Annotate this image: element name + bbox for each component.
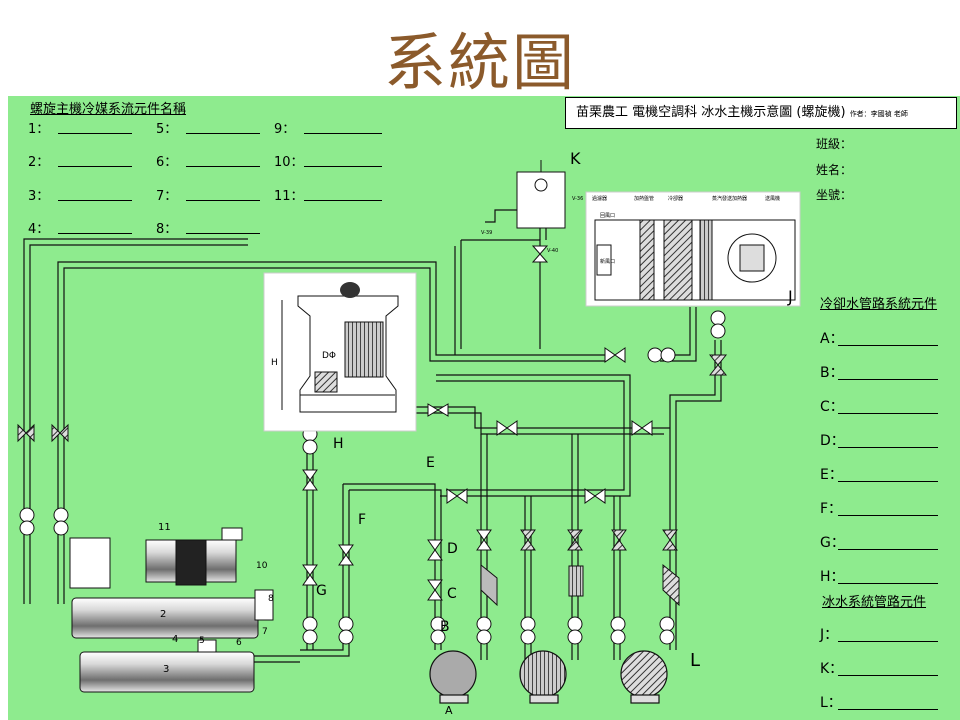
- cooling-item-f: F：: [820, 501, 843, 517]
- label-4: 4: [172, 634, 179, 645]
- label-7: 7: [262, 627, 268, 637]
- label-l: L: [690, 650, 701, 671]
- answer-blank[interactable]: [58, 233, 132, 234]
- cooling-item-e: E：: [820, 467, 843, 483]
- answer-blank[interactable]: [838, 379, 938, 380]
- answer-blank[interactable]: [58, 200, 132, 201]
- label-2: 2: [160, 609, 167, 620]
- label-c: C: [447, 586, 457, 602]
- label-8: 8: [268, 594, 274, 604]
- dimension-h: H: [271, 358, 278, 368]
- label-10: 10: [256, 561, 268, 571]
- chilled-item-k: K：: [820, 661, 844, 677]
- answer-blank[interactable]: [838, 515, 938, 516]
- refrigerant-item-3: 3：: [28, 189, 50, 204]
- label-j: J: [788, 287, 793, 306]
- cooling-item-c: C：: [820, 399, 844, 415]
- chiller-unit: [69, 527, 274, 693]
- cooling-item-d: D：: [820, 433, 845, 449]
- valve-tag-v39: V-39: [481, 230, 493, 236]
- answer-blank[interactable]: [838, 549, 938, 550]
- answer-blank[interactable]: [304, 133, 382, 134]
- answer-blank[interactable]: [838, 413, 938, 414]
- refrigerant-item-4: 4：: [28, 222, 50, 237]
- answer-blank[interactable]: [186, 233, 260, 234]
- expansion-tank: [516, 160, 566, 229]
- cooling-item-b: B：: [820, 365, 844, 381]
- answer-blank[interactable]: [838, 641, 938, 642]
- answer-blank[interactable]: [838, 345, 938, 346]
- refrigerant-item-8: 8：: [156, 222, 178, 237]
- refrigerant-heading: 螺旋主機冷媒系流元件名稱: [30, 102, 187, 117]
- answer-blank[interactable]: [838, 709, 938, 710]
- refrigerant-item-2: 2：: [28, 155, 50, 170]
- ahu-label-heating-coil: 加熱盤管: [634, 196, 655, 202]
- strainers: [480, 563, 680, 607]
- answer-blank[interactable]: [304, 166, 382, 167]
- ahu-label-return-air: 回風口: [600, 213, 616, 219]
- label-3: 3: [163, 664, 170, 675]
- label-11: 11: [158, 522, 171, 533]
- cooling-item-g: G：: [820, 535, 845, 551]
- refrigerant-item-6: 6：: [156, 155, 178, 170]
- label-b: B: [440, 619, 450, 635]
- answer-blank[interactable]: [838, 675, 938, 676]
- cooling-tower-image: [263, 272, 417, 432]
- refrigerant-item-1: 1：: [28, 122, 50, 137]
- name-field: 姓名：: [816, 163, 853, 177]
- label-5: 5: [199, 636, 205, 646]
- cooling-water-heading: 冷卻水管路系統元件: [820, 297, 938, 312]
- answer-blank[interactable]: [304, 200, 382, 201]
- air-handling-unit-image: [585, 191, 801, 307]
- answer-blank[interactable]: [58, 166, 132, 167]
- answer-blank[interactable]: [838, 583, 938, 584]
- ahu-label-filter: 過濾器: [592, 196, 608, 202]
- ahu-label-steam-heater: 蒸汽發送加熱器: [712, 196, 748, 202]
- valve-tag-v40: V-40: [547, 248, 559, 254]
- refrigerant-item-7: 7：: [156, 189, 178, 204]
- valve-tag-v36: V-36: [572, 196, 584, 202]
- cooling-item-h: H：: [820, 569, 845, 585]
- chilled-item-j: J：: [820, 627, 839, 643]
- refrigerant-item-10: 10：: [274, 155, 304, 170]
- cooling-item-a: A：: [820, 331, 844, 347]
- label-k: K: [570, 149, 581, 168]
- label-g: G: [316, 583, 327, 599]
- answer-blank[interactable]: [58, 133, 132, 134]
- chilled-water-heading: 冰水系統管路元件: [822, 595, 927, 610]
- refrigerant-item-5: 5：: [156, 122, 178, 137]
- author-text: 作者：李國禎 老師: [849, 110, 908, 118]
- label-d: D: [447, 541, 458, 557]
- label-6: 6: [236, 638, 242, 648]
- ahu-label-cooler: 冷卻器: [668, 196, 684, 202]
- ahu-label-fresh-air: 新風口: [600, 259, 616, 265]
- chilled-item-l: L：: [820, 695, 842, 711]
- dimension-diameter: DΦ: [322, 351, 337, 361]
- page-title: 系統圖: [383, 26, 576, 99]
- info-box: 苗栗農工 電機空調科 冰水主機示意圖 (螺旋機) 作者：李國禎 老師: [565, 97, 957, 129]
- school-title: 苗栗農工 電機空調科 冰水主機示意圖 (螺旋機): [576, 105, 846, 120]
- answer-blank[interactable]: [186, 200, 260, 201]
- label-e: E: [426, 455, 435, 471]
- answer-blank[interactable]: [186, 133, 260, 134]
- answer-blank[interactable]: [838, 447, 938, 448]
- pumps: [429, 650, 668, 704]
- answer-blank[interactable]: [838, 481, 938, 482]
- refrigerant-item-11: 11：: [274, 189, 304, 204]
- seat-number-field: 坐號：: [816, 188, 853, 202]
- refrigerant-item-9: 9：: [274, 122, 296, 137]
- ahu-label-fan: 送風機: [765, 196, 781, 202]
- label-a: A: [445, 704, 453, 717]
- label-f: F: [358, 512, 367, 528]
- class-field: 班級：: [816, 137, 853, 151]
- valves: [17, 245, 728, 601]
- label-h: H: [333, 436, 344, 452]
- answer-blank[interactable]: [186, 166, 260, 167]
